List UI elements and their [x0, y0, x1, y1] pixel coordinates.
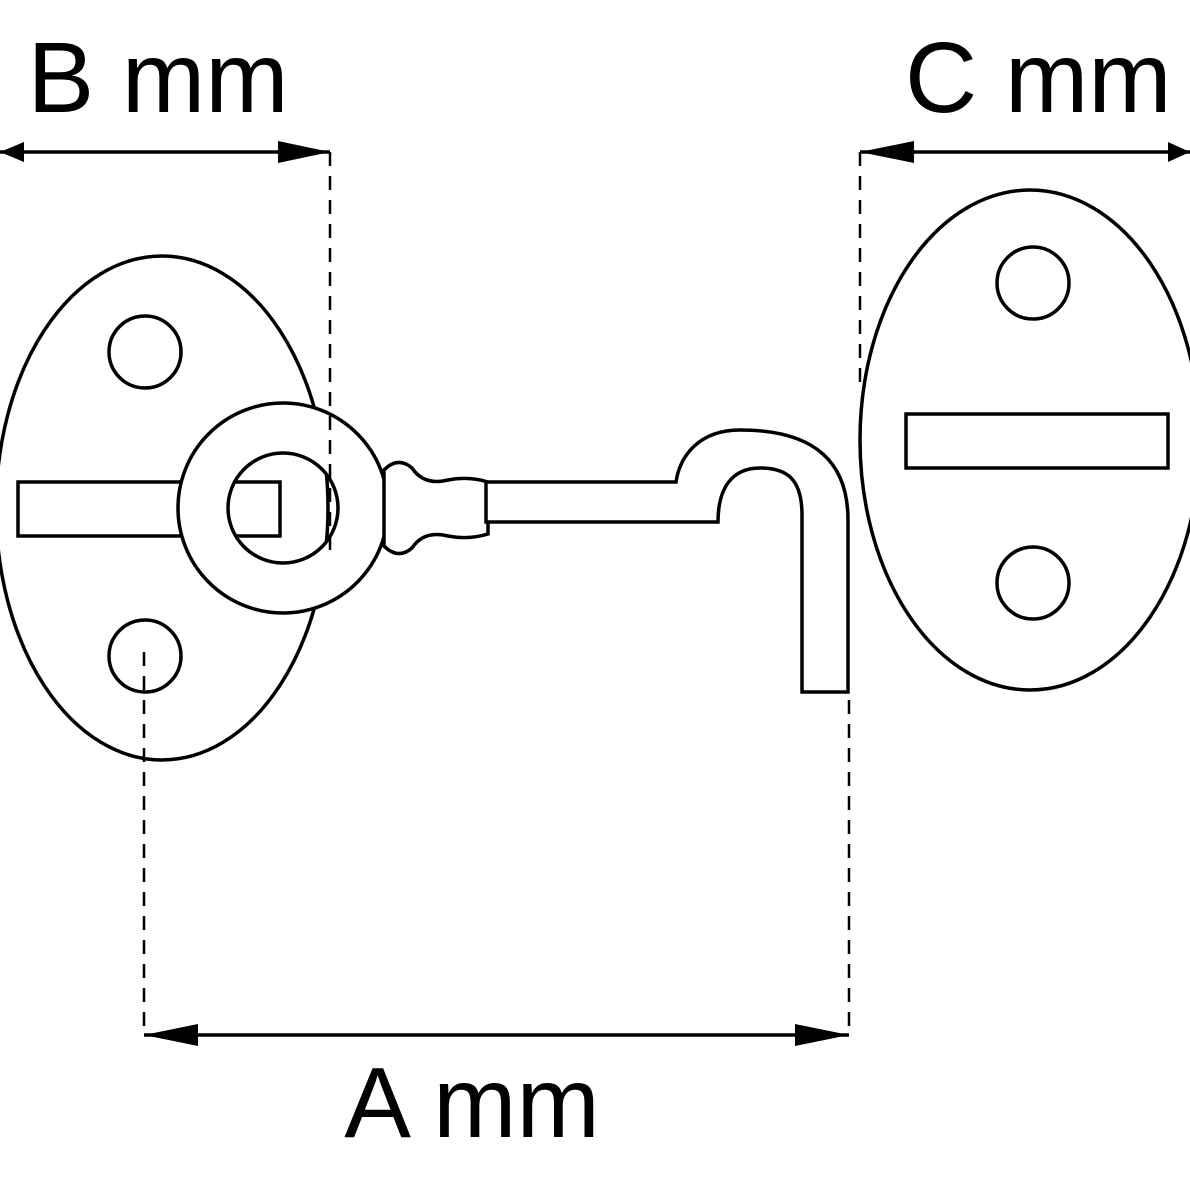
left-base-plate — [0, 254, 330, 762]
left-plate-top-screw-hole — [107, 314, 183, 390]
extension-lines — [142, 152, 862, 1035]
dimension-c: C mm — [860, 22, 1190, 163]
right-plate-slot — [904, 412, 1170, 470]
right-plate-bottom-screw-hole — [995, 545, 1071, 621]
a-right-arrowhead — [795, 1024, 849, 1046]
hook-ornamental-neck — [382, 460, 490, 556]
b-right-arrowhead — [278, 141, 330, 163]
left-plate-bar — [16, 480, 282, 538]
a-left-arrowhead — [144, 1024, 198, 1046]
hook-eye-ring — [176, 401, 390, 615]
b-left-arrowhead — [0, 142, 24, 162]
dimension-b: B mm — [0, 22, 330, 163]
right-keeper-plate — [858, 188, 1190, 692]
b-dimension-label: B mm — [27, 22, 288, 134]
right-plate-top-screw-hole — [995, 245, 1071, 321]
c-left-arrowhead — [860, 141, 914, 163]
eye-ring-outline — [176, 401, 390, 615]
dimension-a: A mm — [144, 1024, 849, 1159]
c-right-arrowhead — [1168, 142, 1190, 162]
hook-shank — [484, 428, 850, 694]
c-dimension-label: C mm — [905, 22, 1172, 134]
a-dimension-label: A mm — [344, 1047, 600, 1159]
